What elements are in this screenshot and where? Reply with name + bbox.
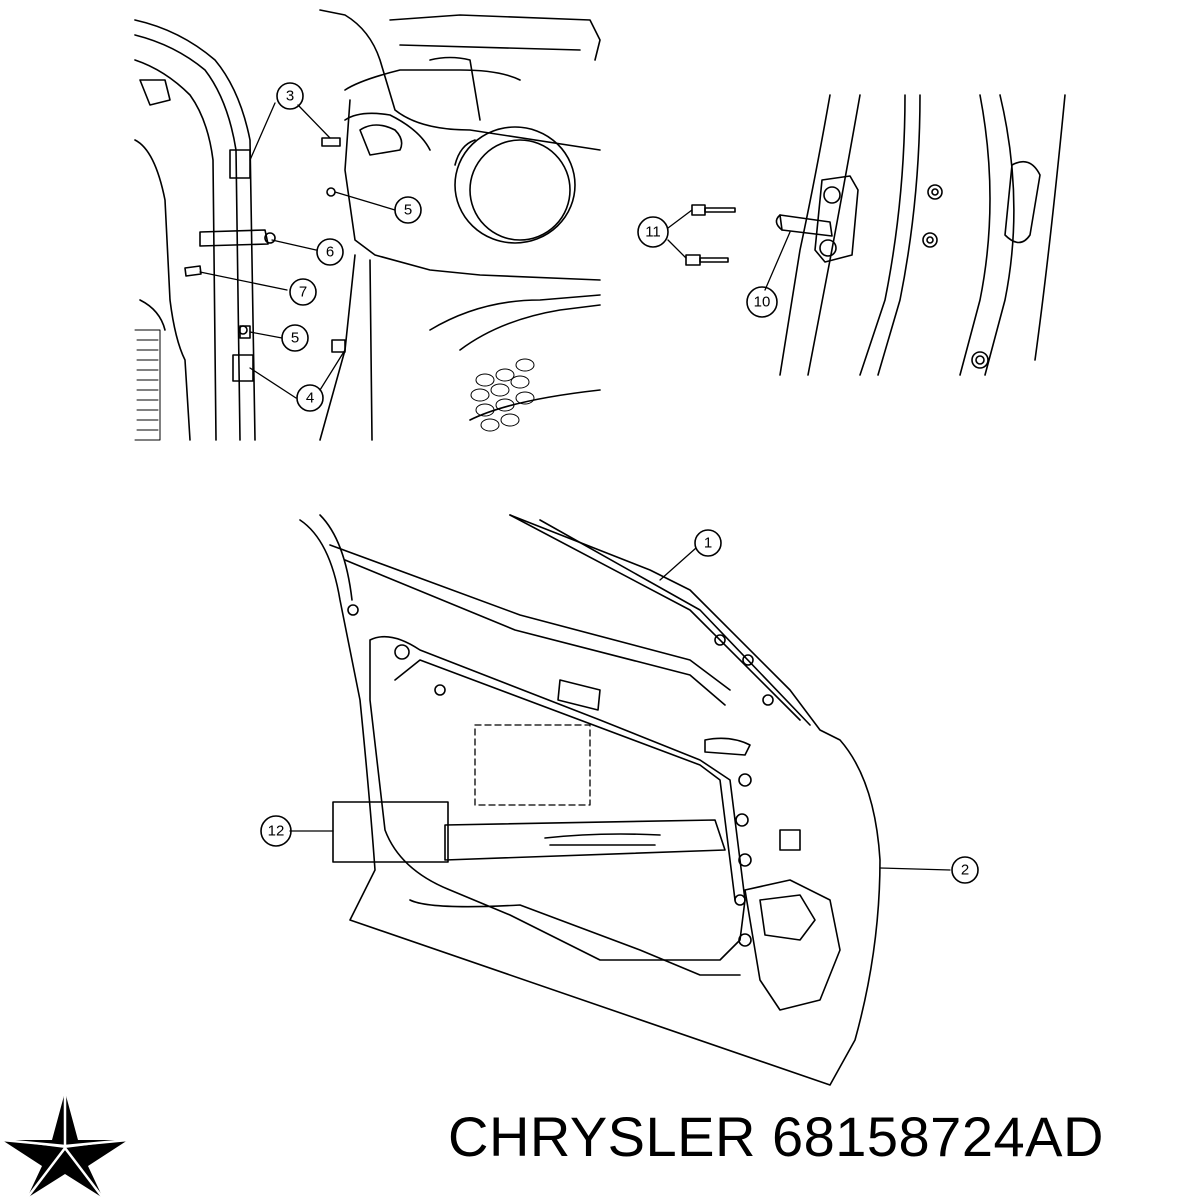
callout-11: 11 [645,224,661,241]
hinge-area-illustration [134,9,601,441]
pentastar-logo-icon [2,1092,128,1198]
callout-5-lower: 5 [291,330,299,347]
brand-name: CHRYSLER [448,1105,756,1168]
callout-6: 6 [326,244,334,261]
callout-2: 2 [961,862,969,879]
callout-1: 1 [704,535,712,552]
callout-3: 3 [286,88,294,105]
callout-4: 4 [306,390,314,407]
callout-7: 7 [299,284,307,301]
callout-5-upper: 5 [404,202,412,219]
door-shell-illustration [289,514,951,1086]
callout-12: 12 [268,823,285,840]
striker-illustration [667,94,1066,376]
part-number: 68158724AD [771,1105,1104,1168]
callout-10: 10 [754,294,771,311]
